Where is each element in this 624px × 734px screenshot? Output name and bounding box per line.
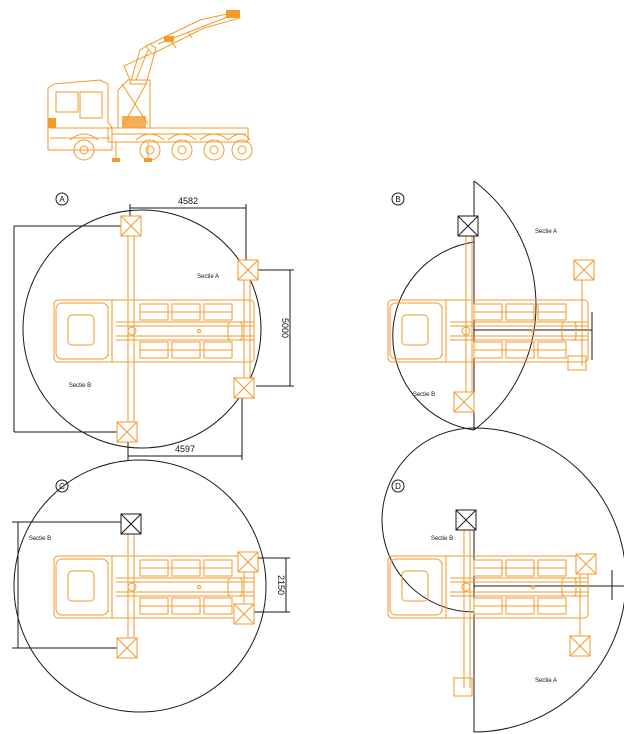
diagram-d: D Sectie B Sectie A — [381, 427, 624, 733]
section-b-arc — [392, 241, 475, 431]
section-a-label: Sectie A — [197, 274, 219, 280]
section-b-label: Sectie B — [69, 383, 91, 389]
dimension-top: 4582 — [178, 196, 198, 206]
section-b-label: Sectie B — [413, 392, 435, 398]
diagram-a-marker — [55, 192, 69, 206]
diagram-a-label: A — [59, 195, 65, 204]
section-a-label: Sectie A — [535, 229, 557, 235]
diagram-c: C 2150 Sectie B — [12, 459, 290, 713]
dimension-right: 2150 — [276, 575, 286, 595]
wheel-icon — [73, 139, 253, 161]
section-a-label: Sectie A — [535, 678, 557, 684]
section-b-label: Sectie B — [29, 536, 51, 542]
section-b-label: Sectie B — [431, 536, 453, 542]
slew-radius-circle — [22, 209, 262, 449]
diagram-a: A 4582 4597 5000 Sectie A Sectie B — [13, 192, 294, 460]
dimension-right: 5000 — [280, 318, 290, 338]
dimension-bottom: 4597 — [175, 444, 195, 454]
section-a-arc — [473, 180, 537, 431]
diagram-b: B Sectie A Sectie B — [387, 180, 595, 431]
diagram-d-label: D — [395, 482, 401, 491]
truck-side-view — [47, 10, 253, 162]
diagram-b-label: B — [395, 195, 400, 204]
